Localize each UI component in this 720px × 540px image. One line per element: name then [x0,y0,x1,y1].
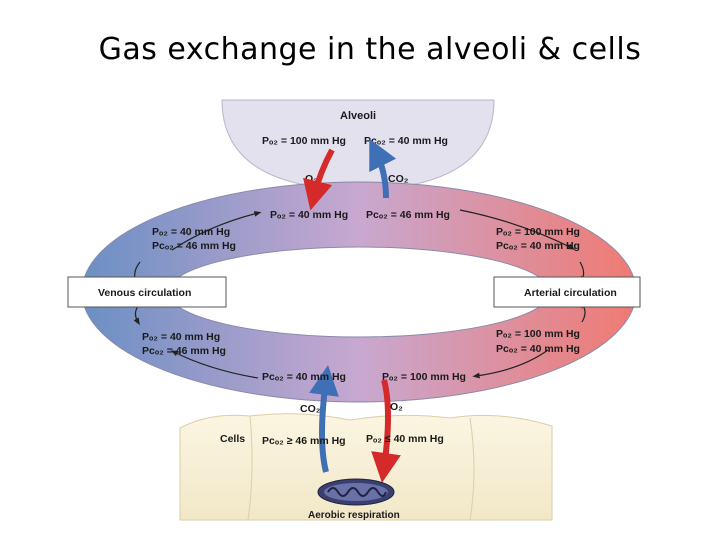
flow-arrow [472,349,549,379]
alveoli-co2-label: CO₂ [388,173,409,185]
ring-lower-right-po2: Pₒ₂ = 100 mm Hg [496,328,580,340]
alveoli-pco2: Pᴄₒ₂ = 40 mm Hg [364,135,448,147]
alveoli-po2: Pₒ₂ = 100 mm Hg [262,135,346,147]
cells-region [179,413,553,521]
cells-co2-label: CO₂ [300,403,321,415]
mitochondrion-icon [317,478,395,506]
cell-membrane-line [247,415,253,521]
aerobic-respiration-label: Aerobic respiration [308,510,400,521]
o2-delivery-arrow [371,379,401,483]
flow-arrow [171,211,262,251]
arterial-circulation-label: Arterial circulation [524,287,617,299]
ring-upper-right-pco2: Pᴄₒ₂ = 40 mm Hg [496,240,580,252]
ring-lower-right-pco2: Pᴄₒ₂ = 40 mm Hg [496,343,580,355]
ring-bottom-pco2: Pᴄₒ₂ = 40 mm Hg [262,371,346,383]
ring-top-pco2: Pᴄₒ₂ = 46 mm Hg [366,209,450,221]
flow-arrow [459,209,576,250]
cells-pco2: Pᴄₒ₂ ≥ 46 mm Hg [262,435,346,447]
ring-bottom-po2: Pₒ₂ = 100 mm Hg [382,371,466,383]
alveoli-label: Alveoli [340,110,376,122]
cells-po2: Pₒ₂ ≤ 40 mm Hg [366,433,444,445]
slide-title: Gas exchange in the alveoli & cells [98,32,642,67]
ring-upper-left-pco2: Pᴄₒ₂ = 46 mm Hg [152,240,236,252]
flow-arrow [170,350,259,379]
o2-diffusion-arrow [303,148,335,211]
ring-upper-left-po2: Pₒ₂ = 40 mm Hg [152,226,230,238]
co2-diffusion-arrow [369,138,397,199]
ring-lower-left-po2: Pₒ₂ = 40 mm Hg [142,331,220,343]
co2-removal-arrow [309,365,339,473]
cells-o2-label: O₂ [390,401,403,413]
ring-top-po2: Pₒ₂ = 40 mm Hg [270,209,348,221]
venous-circulation-box [67,276,227,308]
cells-label: Cells [220,433,245,445]
arterial-circulation-box [493,276,641,308]
cell-membrane-line [469,417,475,521]
ring-lower-left-pco2: Pᴄₒ₂ = 46 mm Hg [142,345,226,357]
venous-circulation-label: Venous circulation [98,287,191,299]
ring-upper-right-po2: Pₒ₂ = 100 mm Hg [496,226,580,238]
